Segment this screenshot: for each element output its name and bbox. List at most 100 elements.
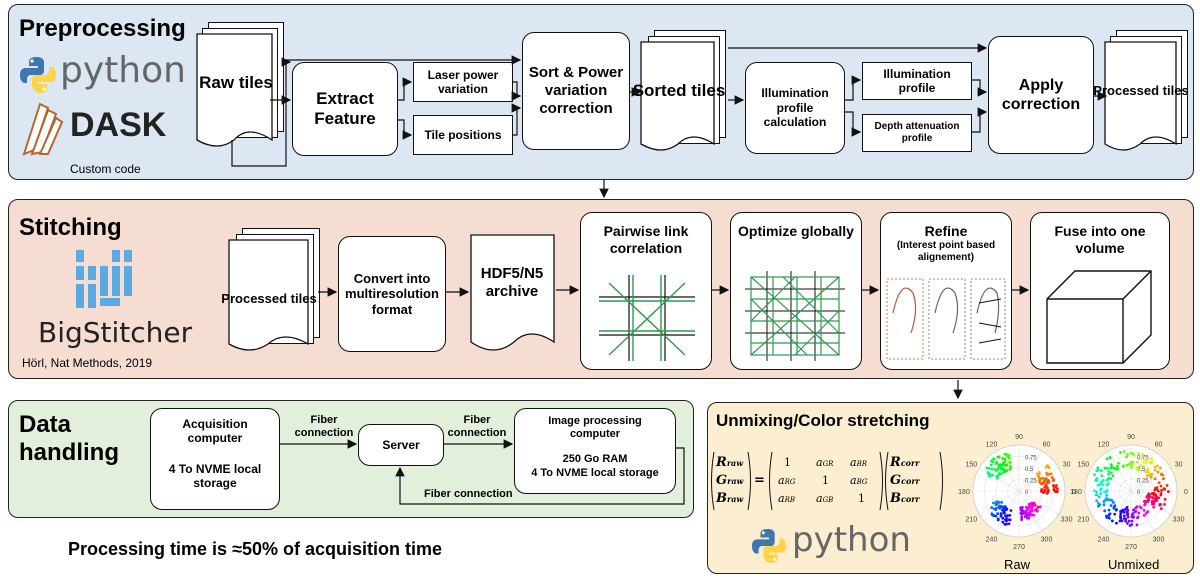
raw-radius-label: 0.5 — [1025, 467, 1034, 473]
unmixed-point — [1152, 505, 1156, 509]
unmixed-point — [1142, 461, 1146, 465]
fiji-icon — [76, 250, 132, 308]
refine-sublabel: (Interest point based alignement) — [896, 239, 996, 263]
unmixed-point — [1109, 504, 1113, 507]
ram-label: 250 Go RAM — [562, 453, 628, 466]
svg-text:Rraw: Rraw — [715, 455, 744, 470]
unmixed-point — [1107, 516, 1111, 520]
unmixed-point — [1144, 458, 1147, 462]
svg-text:1: 1 — [822, 474, 829, 487]
raw-angle-label: 180 — [958, 489, 970, 496]
unmixed-point — [1160, 489, 1163, 492]
raw-point — [1001, 456, 1005, 460]
unmixed-angle-label: 30 — [1175, 462, 1183, 469]
svg-text:aGB: aGB — [816, 492, 833, 505]
sorted-tiles-label: Sorted tiles — [632, 80, 726, 100]
processing-time-text: Processing time is ≈50% of acquisition t… — [68, 539, 442, 559]
raw-point — [1044, 465, 1048, 469]
unmixed-angle-label: 0 — [1184, 489, 1188, 496]
raw-point — [1046, 472, 1050, 476]
raw-point — [989, 463, 993, 467]
unmixed-point — [1121, 464, 1125, 468]
raw-point — [1008, 464, 1012, 468]
unmixed-point — [1125, 455, 1128, 459]
optimize-label: Optimize globally — [738, 223, 854, 239]
raw-point — [1006, 514, 1010, 517]
raw-point — [1005, 517, 1008, 520]
raw-point — [1030, 506, 1034, 510]
unmixed-point — [1159, 503, 1163, 506]
unmixed-point — [1145, 495, 1149, 499]
raw-point — [996, 512, 1000, 516]
unmixed-point — [1106, 482, 1110, 486]
unmixed-angle-label: 300 — [1153, 537, 1165, 544]
raw-point — [1043, 485, 1047, 489]
unmixed-point — [1149, 457, 1153, 461]
custom-code-label: Custom code — [70, 162, 141, 176]
raw-point — [1001, 467, 1005, 471]
refine-points-icon — [886, 278, 1006, 360]
unmixed-point — [1141, 453, 1144, 456]
refine-label: Refine — [924, 223, 968, 239]
unmixed-point — [1115, 521, 1118, 525]
laser-power-box: Laser power variation — [413, 62, 513, 102]
unmixed-point — [1113, 512, 1117, 516]
unmixed-angle-label: 90 — [1127, 434, 1135, 441]
svg-text:aRG: aRG — [778, 474, 796, 487]
unmixed-point — [1092, 489, 1096, 493]
raw-point — [1033, 508, 1037, 512]
raw-point — [996, 517, 1000, 521]
unmixed-point — [1102, 499, 1106, 503]
raw-point — [1024, 505, 1028, 509]
unmixed-point — [1139, 464, 1142, 468]
raw-point — [997, 500, 1001, 504]
raw-point — [1003, 522, 1007, 526]
unmixed-point — [1108, 498, 1112, 502]
unmixed-point — [1099, 492, 1103, 495]
image-storage-label: 4 To NVME local storage — [531, 466, 659, 479]
unmixed-point — [1097, 483, 1101, 487]
unmixed-point — [1110, 519, 1114, 523]
unmixed-point — [1165, 484, 1169, 487]
unmixed-point — [1116, 464, 1119, 468]
unmixed-point — [1135, 460, 1139, 464]
unmixed-point — [1142, 513, 1146, 517]
unmixed-point — [1126, 513, 1130, 517]
svg-text:aGR: aGR — [816, 456, 834, 469]
unmixed-point — [1117, 461, 1120, 465]
unmixed-point — [1127, 462, 1131, 466]
raw-point — [1045, 484, 1048, 487]
raw-point — [1045, 480, 1049, 484]
raw-point — [1030, 501, 1034, 505]
svg-text:Rcorr: Rcorr — [889, 455, 920, 470]
unmixed-point — [1130, 519, 1134, 523]
unmixed-point — [1163, 497, 1167, 501]
optimize-box: Optimize globally — [730, 212, 862, 370]
dask-logo: DASK — [18, 100, 188, 156]
depth-attenuation-box: Depth attenuation profile — [862, 114, 972, 152]
unmixed-point — [1146, 468, 1150, 472]
unmixed-point — [1107, 477, 1110, 480]
processed-tiles-doc-2: Processed tiles — [221, 228, 324, 358]
unmixed-point — [1128, 524, 1132, 527]
raw-point — [1004, 514, 1007, 518]
unmixed-point — [1146, 510, 1150, 514]
raw-point — [1047, 466, 1051, 469]
raw-point — [1056, 489, 1059, 493]
unmixed-label: Unmixed — [1108, 557, 1160, 572]
unmixed-point — [1146, 474, 1149, 478]
unmixed-point — [1136, 468, 1139, 472]
raw-point — [1041, 476, 1044, 480]
pairwise-box: Pairwise link correlation — [580, 212, 712, 370]
raw-point — [1026, 512, 1030, 515]
unmixed-point — [1153, 488, 1157, 492]
unmixed-point — [1095, 469, 1099, 473]
raw-point — [1001, 463, 1004, 467]
svg-text:=: = — [754, 473, 765, 488]
raw-point — [998, 504, 1001, 508]
unmixed-point — [1127, 519, 1131, 523]
raw-angle-label: 210 — [966, 517, 978, 524]
raw-point — [994, 514, 998, 518]
fiber-label-1: Fiber connection — [294, 414, 354, 440]
unmixed-point — [1153, 465, 1157, 469]
